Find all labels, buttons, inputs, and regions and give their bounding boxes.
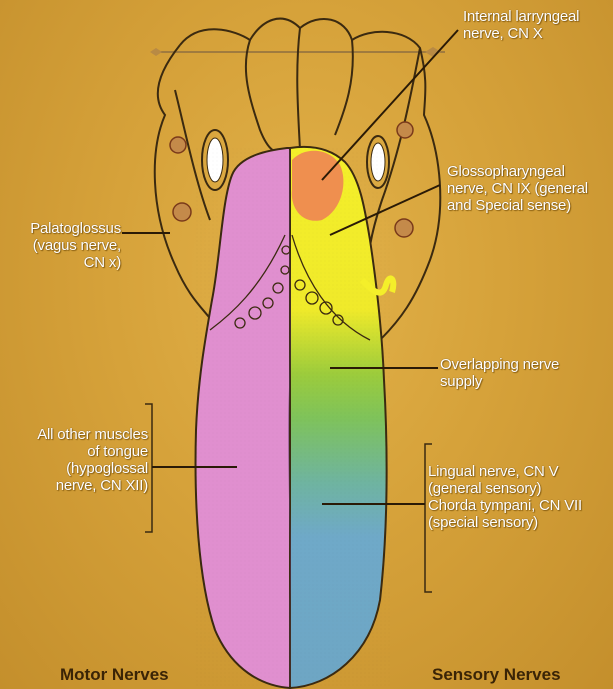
label-lingual: Lingual nerve, CN V (general sensory) Ch…	[428, 463, 582, 531]
footer-motor-nerves: Motor Nerves	[60, 665, 169, 685]
label-other-muscles: All other muscles of tongue (hypoglossal…	[37, 426, 148, 494]
label-overlapping: Overlapping nerve supply	[440, 356, 559, 390]
label-palatoglossus: Palatoglossus (vagus nerve, CN x)	[30, 220, 121, 271]
footer-sensory-nerves: Sensory Nerves	[432, 665, 561, 685]
label-internal-laryngeal: Internal larryngeal nerve, CN X	[463, 8, 579, 42]
label-glossopharyngeal: Glossopharyngeal nerve, CN IX (general a…	[447, 163, 588, 214]
